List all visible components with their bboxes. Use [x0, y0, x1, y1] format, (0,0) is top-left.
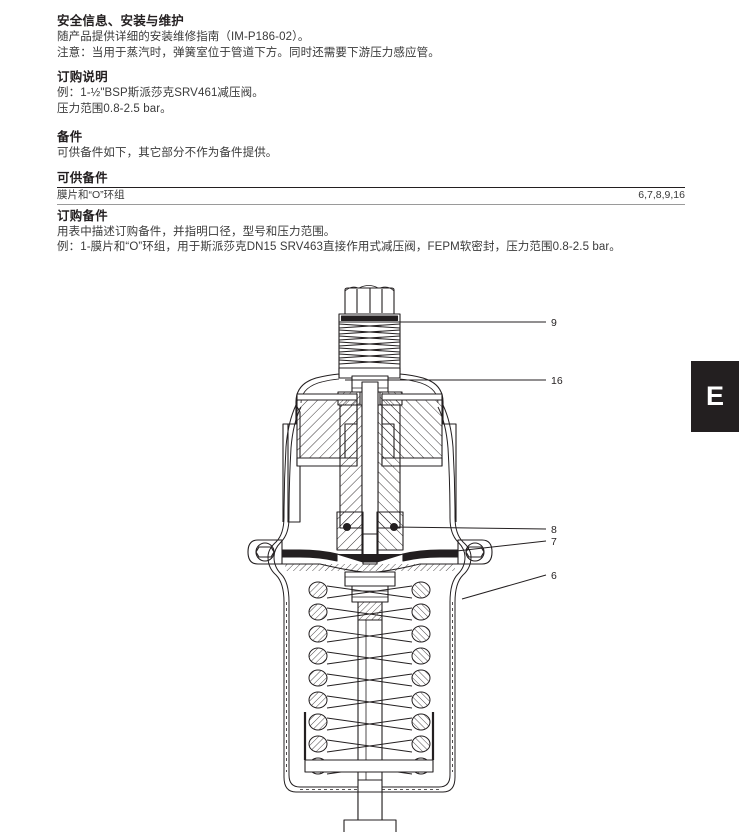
- compression-spring: [308, 581, 431, 775]
- heading-available-spares: 可供备件: [57, 170, 108, 185]
- part-refs-cell: 6,7,8,9,16: [428, 186, 685, 205]
- part-name-cell: 膜片和“O”环组: [57, 186, 429, 205]
- valve-stem-housing: [339, 381, 401, 555]
- ordering-spares-line-2: 例：1-膜片和“O”环组，用于斯派莎克DN15 SRV463直接作用式减压阀，F…: [57, 241, 621, 253]
- spring-pushrod: [357, 619, 383, 831]
- diagram-svg: 9 16 8 7 6: [247, 285, 563, 832]
- callout-label-7: 7: [551, 536, 557, 548]
- callout-label-8: 8: [551, 524, 557, 536]
- spring-coils-left: [308, 581, 328, 775]
- table-body: 膜片和“O”环组 6,7,8,9,16: [57, 186, 685, 205]
- spacer: [57, 117, 685, 130]
- spring-lower-seat: [303, 712, 435, 773]
- available-spares-table: 膜片和“O”环组 6,7,8,9,16: [57, 186, 685, 205]
- bottom-adjusting-screw: [343, 791, 397, 832]
- safety-line-1: 随产品提供详细的安装维修指南（IM-P186-02）。: [57, 31, 310, 43]
- spring-helix-lines: [326, 585, 413, 775]
- bonnet-outer-shell: [267, 404, 472, 603]
- diaphragm-assembly-7: [277, 549, 463, 573]
- heading-safety-information: 安全信息、安装与维护: [57, 14, 185, 28]
- heading-ordering-instructions: 订购说明: [57, 70, 108, 84]
- spring-chamber-walls: [283, 602, 456, 793]
- callout-labels: 9 16 8 7 6: [551, 317, 563, 582]
- ordering-line-2: 压力范围0.8-2.5 bar。: [57, 102, 172, 115]
- leader-8: [393, 526, 547, 530]
- chapter-tab-e: E: [691, 361, 739, 432]
- leader-6: [461, 574, 547, 600]
- flange-ear-left: [247, 539, 283, 565]
- adjusting-hex-nut: [344, 285, 395, 315]
- flange-ear-right: [457, 539, 493, 565]
- table-row: 膜片和“O”环组 6,7,8,9,16: [57, 186, 685, 205]
- ordering-spares-line-1: 用表中描述订购备件，并指明口径，型号和压力范围。: [57, 225, 336, 238]
- leader-7: [402, 540, 547, 558]
- callout-label-16: 16: [551, 375, 563, 387]
- spring-coils-right: [411, 581, 431, 775]
- valve-cross-section-diagram: 9 16 8 7 6: [0, 272, 739, 832]
- spacer: [57, 61, 685, 70]
- callout-label-9: 9: [551, 317, 557, 329]
- spring-upper-seat: [344, 571, 396, 621]
- ordering-line-1: 例：1-½"BSP斯派莎克SRV461减压阀。: [57, 87, 264, 99]
- spacer: [57, 162, 685, 171]
- spare-parts-line-1: 可供备件如下，其它部分不作为备件提供。: [57, 147, 278, 159]
- heading-spare-parts: 备件: [57, 130, 83, 144]
- safety-line-2: 注意：当用于蒸汽时，弹簧室位于管道下方。同时还需要下游压力感应管。: [57, 46, 440, 59]
- callout-leaders: [345, 321, 547, 600]
- text-content-column: 安全信息、安装与维护 随产品提供详细的安装维修指南（IM-P186-02）。 注…: [57, 14, 685, 256]
- adjusting-screw-threaded-section: [338, 313, 401, 379]
- callout-label-6: 6: [551, 570, 557, 582]
- heading-ordering-spares: 订购备件: [57, 208, 108, 223]
